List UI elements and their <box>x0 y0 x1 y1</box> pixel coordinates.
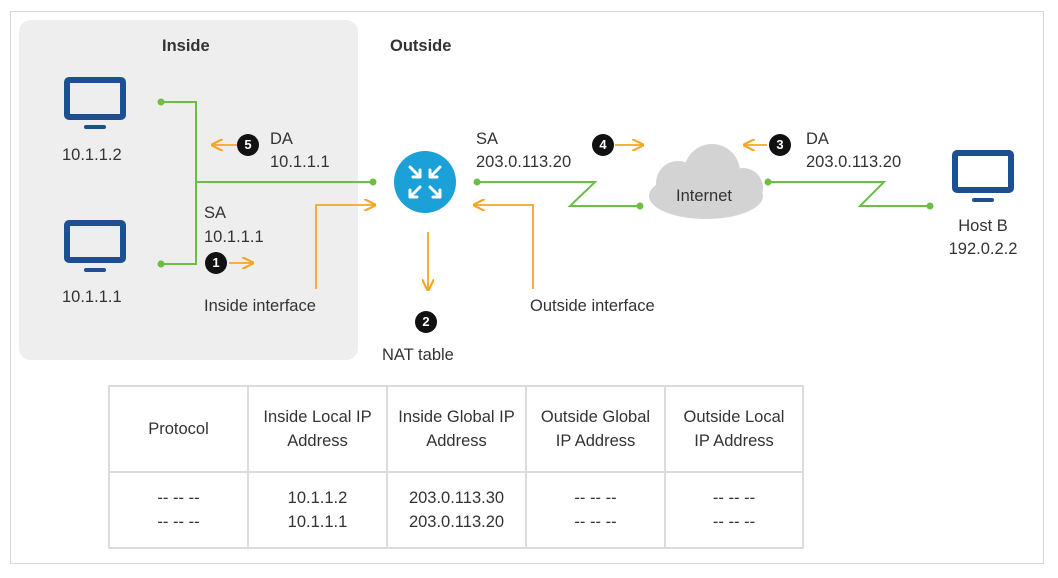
monitor-icon <box>64 220 126 272</box>
step-1-badge: 1 <box>205 252 227 274</box>
table-row: -- -- -- -- -- -- 10.1.1.2 10.1.1.1 203.… <box>108 471 804 549</box>
header-protocol: Protocol <box>108 385 249 473</box>
step-3-badge: 3 <box>769 134 791 156</box>
step1-sa-label: SA <box>204 204 227 222</box>
header-inside-local: Inside Local IP Address <box>247 385 388 473</box>
step5-da-label: DA <box>270 130 293 148</box>
link-pc-top <box>161 101 197 182</box>
header-outside-global: Outside Global IP Address <box>525 385 666 473</box>
step4-sa-ip: 203.0.113.20 <box>476 153 572 171</box>
step1-sa-ip: 10.1.1.1 <box>204 228 264 246</box>
link-pc-bottom <box>161 182 197 265</box>
nat-table: Protocol Inside Local IP Address Inside … <box>108 385 804 549</box>
figure-frame <box>10 11 1044 564</box>
pc-bottom-ip: 10.1.1.1 <box>62 288 122 306</box>
link-router-internet <box>477 181 640 207</box>
cloud-icon <box>649 144 763 219</box>
step3-da-label: DA <box>806 130 829 148</box>
step-5-badge: 5 <box>237 134 259 156</box>
inside-interface-label: Inside interface <box>204 297 316 315</box>
cell-protocol: -- -- -- -- -- -- <box>108 471 249 549</box>
link-internet-hostb <box>768 181 930 207</box>
network-links <box>161 101 930 265</box>
header-inside-global: Inside Global IP Address <box>386 385 527 473</box>
step3-da-ip: 203.0.113.20 <box>806 153 902 171</box>
arrow-outside-interface <box>474 205 534 289</box>
flow-arrows <box>212 145 767 290</box>
outside-zone-title: Outside <box>390 37 452 55</box>
monitor-icon <box>64 77 126 129</box>
arrow-inside-interface <box>315 205 375 289</box>
host-b-name: Host B <box>958 217 1008 235</box>
cell-outside-global: -- -- -- -- -- -- <box>525 471 666 549</box>
internet-label: Internet <box>676 187 732 205</box>
router-icon <box>394 151 456 213</box>
header-outside-local: Outside Local IP Address <box>664 385 804 473</box>
cell-inside-global: 203.0.113.30 203.0.113.20 <box>386 471 527 549</box>
host-b-ip: 192.0.2.2 <box>948 240 1018 258</box>
step5-da-ip: 10.1.1.1 <box>270 153 330 171</box>
step-4-badge: 4 <box>592 134 614 156</box>
step4-sa-label: SA <box>476 130 499 148</box>
nat-table-label: NAT table <box>382 346 454 364</box>
outside-interface-label: Outside interface <box>530 297 655 315</box>
inside-zone-title: Inside <box>162 37 210 55</box>
link-endpoints <box>157 98 934 268</box>
pc-top-ip: 10.1.1.2 <box>62 146 122 164</box>
monitor-icon <box>952 150 1014 202</box>
cell-outside-local: -- -- -- -- -- -- <box>664 471 804 549</box>
nat-table-header-row: Protocol Inside Local IP Address Inside … <box>108 385 804 473</box>
step-2-badge: 2 <box>415 311 437 333</box>
inside-zone <box>19 20 358 360</box>
cell-inside-local: 10.1.1.2 10.1.1.1 <box>247 471 388 549</box>
